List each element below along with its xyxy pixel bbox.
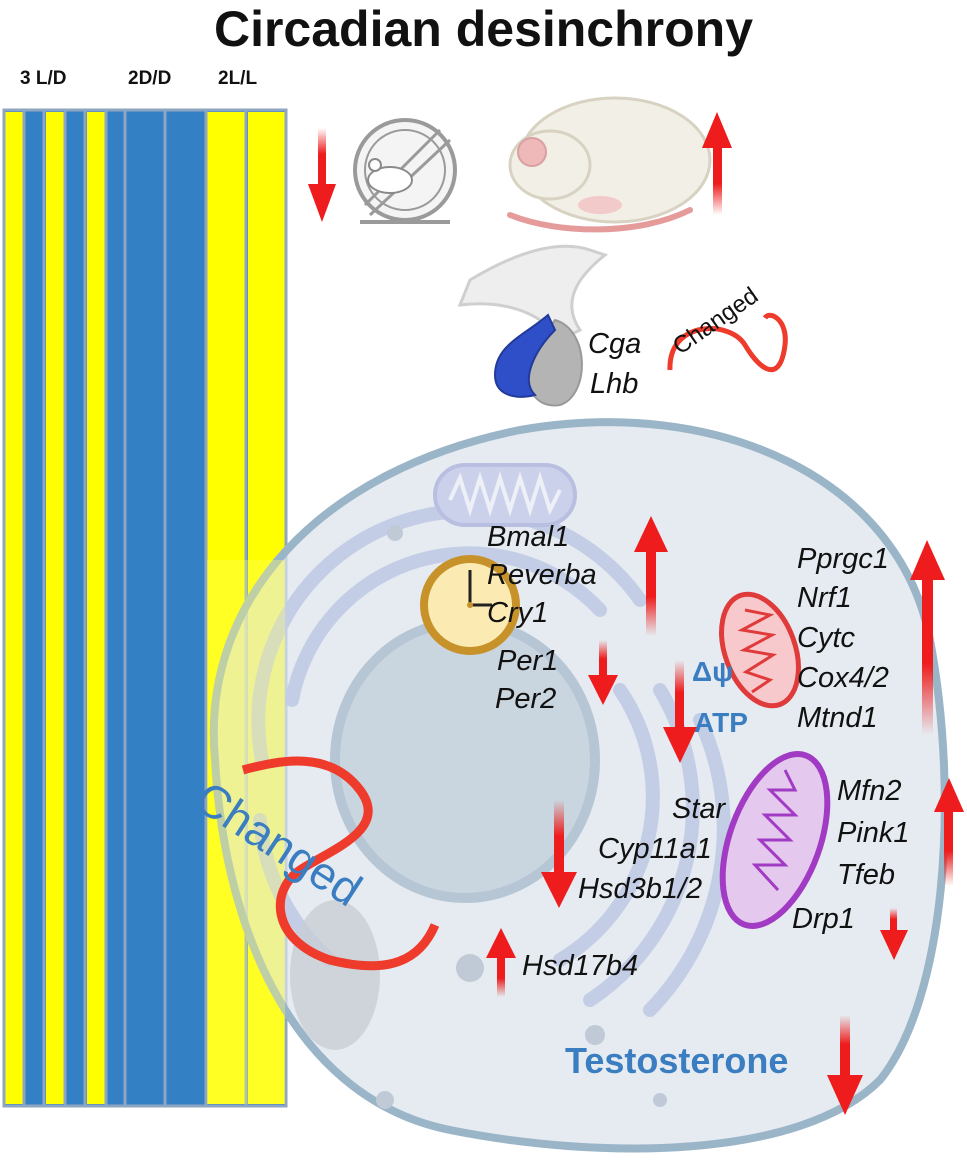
purple-mitochondrion-icon <box>719 751 831 929</box>
gene-mfn2: Mfn2 <box>837 775 902 807</box>
gene-per1: Per1 <box>497 645 559 677</box>
running-wheel-icon <box>353 118 457 224</box>
page-title: Circadian desinchrony <box>213 1 754 57</box>
sleeping-mouse-icon <box>507 96 712 233</box>
gene-cytc: Cytc <box>797 622 855 654</box>
mitochondrion-icon <box>719 591 801 709</box>
gene-cyp11a1: Cyp11a1 <box>598 833 712 865</box>
gene-tfeb: Tfeb <box>837 859 896 891</box>
gene-hsd3b1-2: Hsd3b1/2 <box>578 873 703 905</box>
gene-bmal1: Bmal1 <box>487 521 570 553</box>
arrows <box>308 112 964 1115</box>
faint-mitochondria <box>290 463 577 1050</box>
vesicles <box>376 525 667 1109</box>
large-changed-curve <box>241 756 440 971</box>
gene-nrf1: Nrf1 <box>797 582 852 614</box>
condition-label-3ld: 3 L/D <box>20 68 67 89</box>
gene-hsd17b4: Hsd17b4 <box>522 950 639 982</box>
gene-cry1: Cry1 <box>487 597 549 629</box>
pituitary-icon <box>457 244 609 407</box>
gene-reverba: Reverba <box>487 559 597 591</box>
hormone-testosterone: Testosterone <box>565 1040 789 1081</box>
condition-label-2dd: 2D/D <box>128 68 172 89</box>
gene-star: Star <box>672 793 726 825</box>
label-delta-psi: Δψ <box>692 656 734 687</box>
clock-icon <box>420 555 520 655</box>
gene-pink1: Pink1 <box>837 817 910 849</box>
label-atp: ATP <box>694 707 748 738</box>
gene-pprgc1: Pprgc1 <box>797 543 889 575</box>
gene-cox4-2: Cox4/2 <box>797 662 889 694</box>
gene-cga: Cga <box>588 328 642 360</box>
gene-mtnd1: Mtnd1 <box>797 702 878 734</box>
gene-per2: Per2 <box>495 683 557 715</box>
gene-lhb: Lhb <box>590 368 639 400</box>
gene-drp1: Drp1 <box>792 903 855 935</box>
condition-label-2ll: 2L/L <box>218 68 258 89</box>
small-changed-curve <box>667 312 788 372</box>
